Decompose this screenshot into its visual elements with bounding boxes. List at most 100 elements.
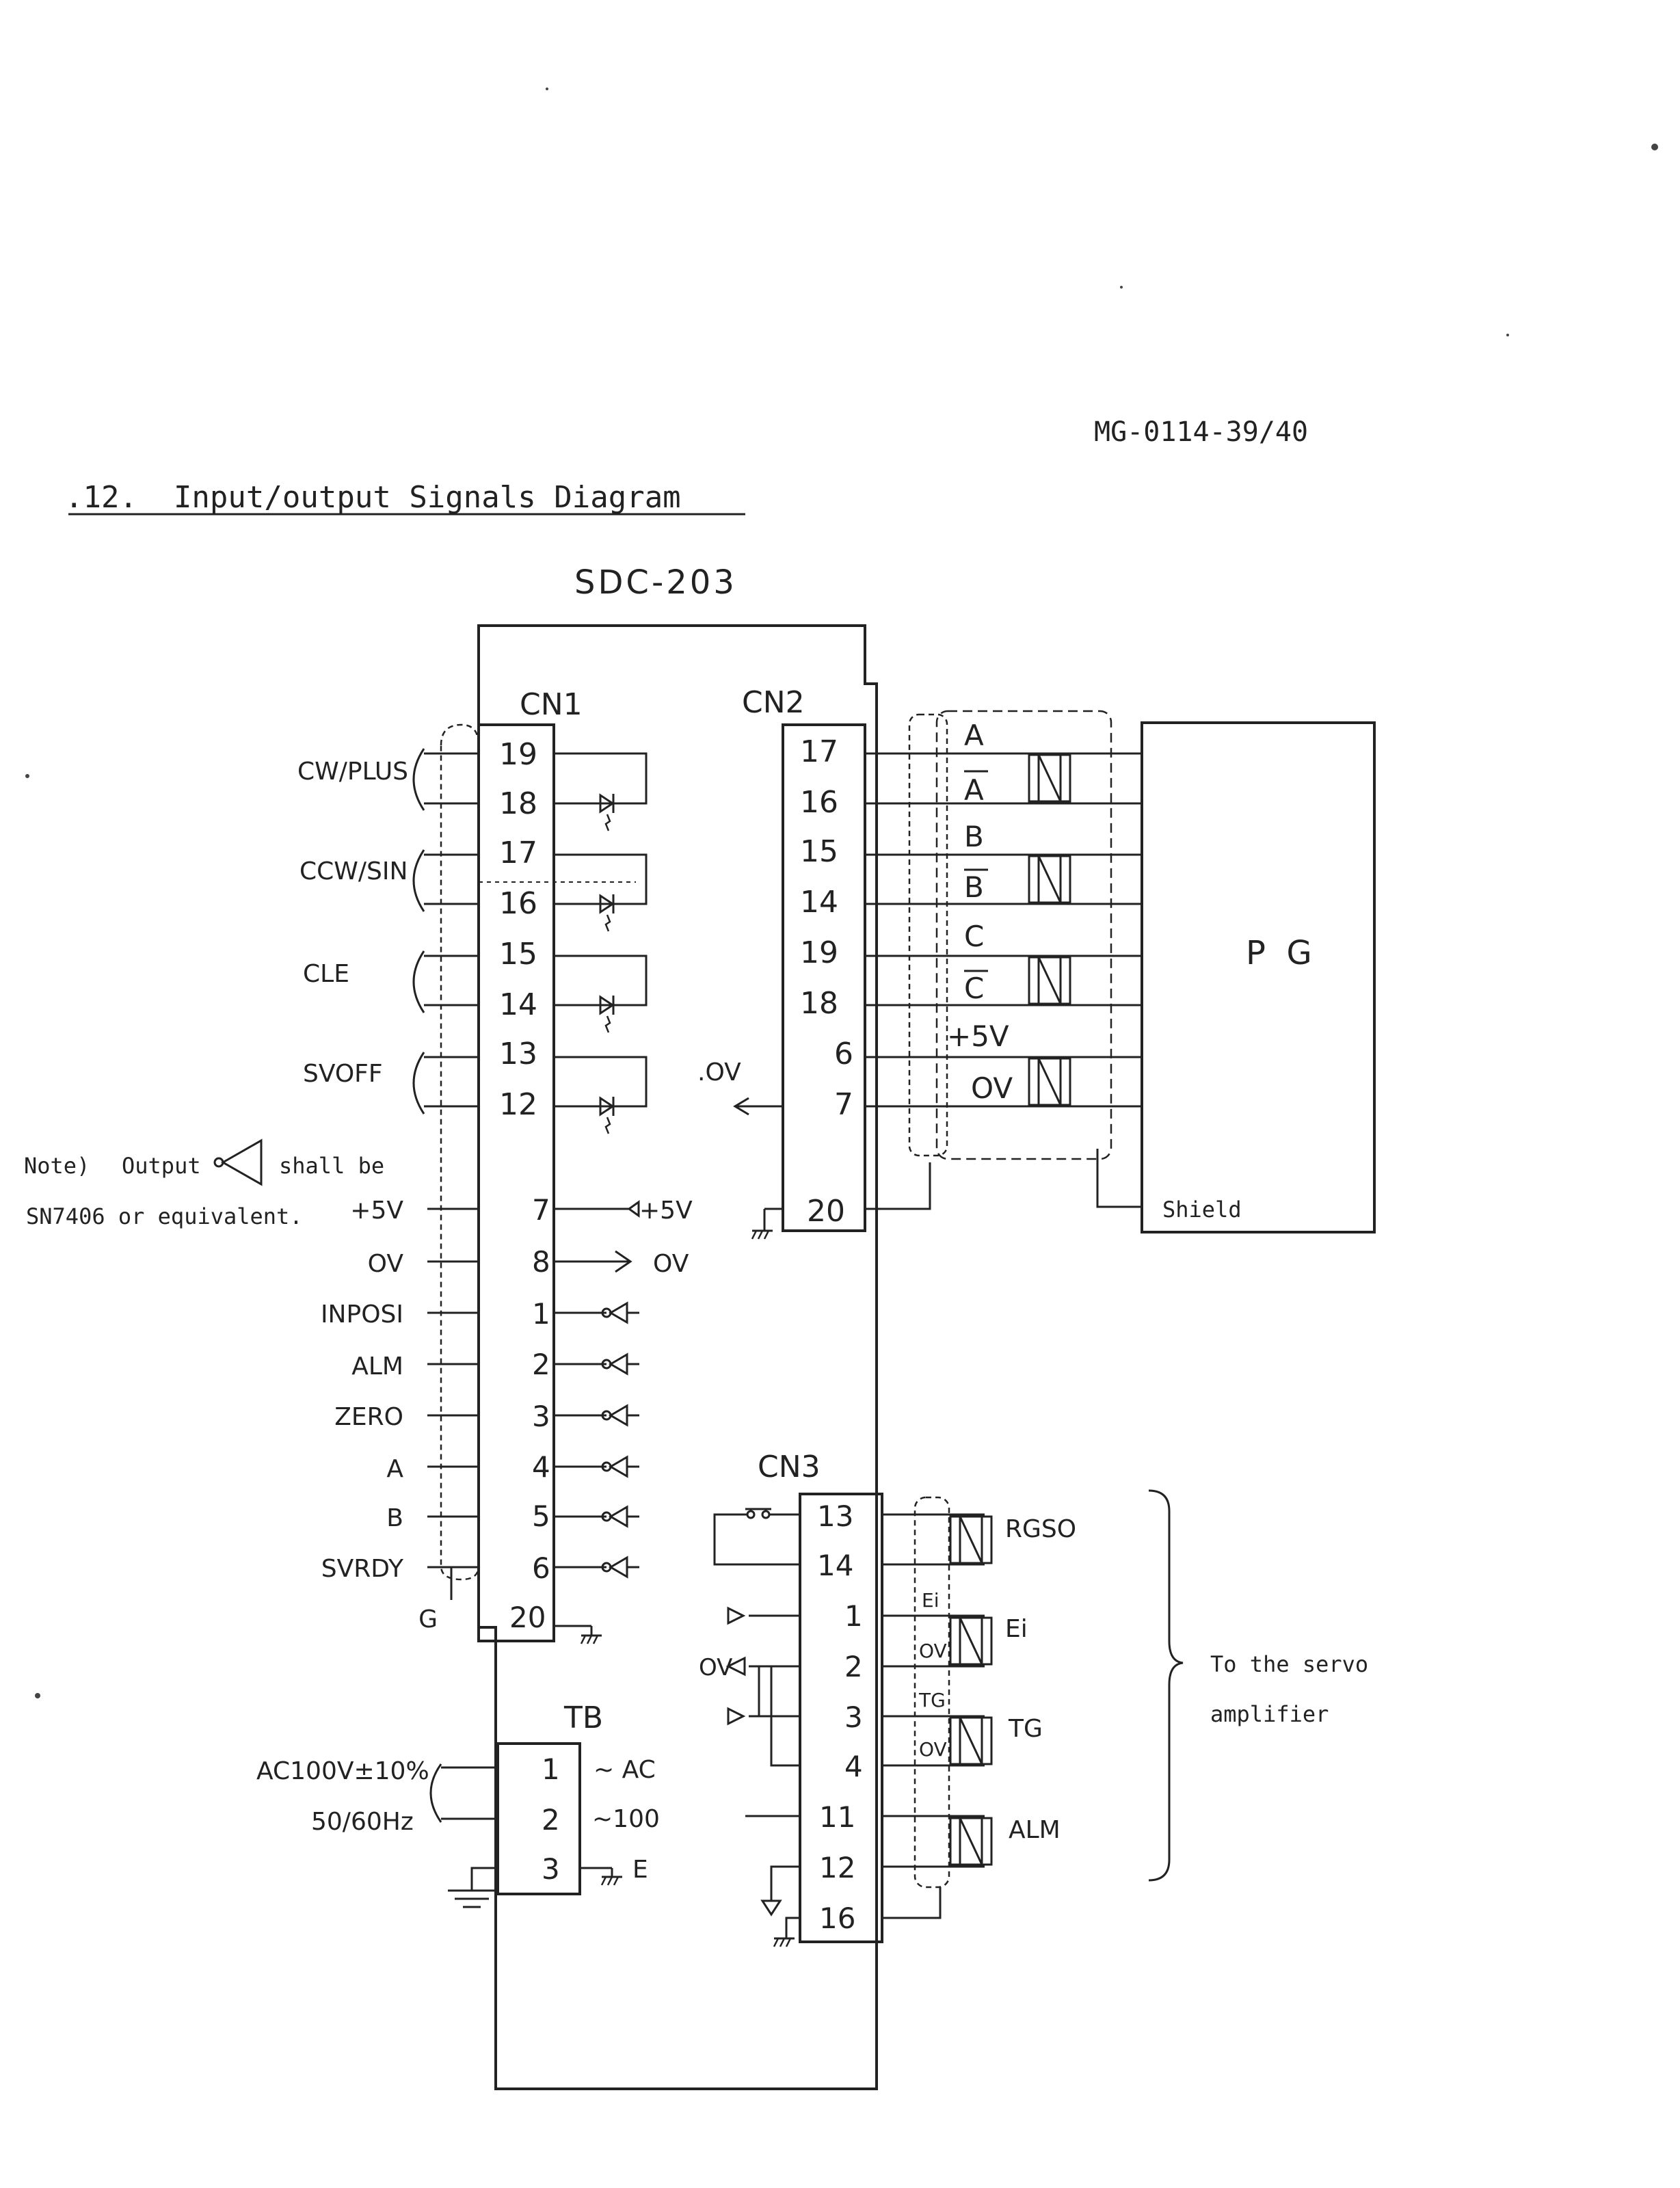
signal-rgso: RGSO	[1005, 1515, 1076, 1543]
output-label-svrdy: SVRDY	[321, 1555, 404, 1583]
cn3-label: CN3	[758, 1450, 821, 1484]
cn3-signal-wires	[882, 1513, 985, 1919]
cn3-inner-label: Ei	[922, 1589, 939, 1612]
cn1-pin: 17	[499, 836, 537, 870]
cn1-pin: 16	[499, 886, 537, 921]
input-label-cw-plus: CW/PLUS	[297, 758, 408, 786]
output-label-g: G	[418, 1605, 438, 1633]
note-buffer-icon	[213, 1138, 263, 1186]
section-title: .12. Input/output Signals Diagram	[65, 480, 681, 515]
cn1-pin: 2	[532, 1348, 550, 1381]
cn1-pin: 3	[532, 1400, 550, 1433]
input-label-ccw-sin: CCW/SIN	[299, 857, 408, 885]
output-label-ov: OV	[368, 1250, 404, 1278]
cn1-upper-pins: 19 18 17 16 15 14 13 12	[499, 737, 537, 1122]
signal-alm: ALM	[1009, 1816, 1061, 1844]
signal-tg: TG	[1008, 1715, 1043, 1743]
signal-ov: OV	[971, 1071, 1013, 1105]
output-label-zero: ZERO	[334, 1403, 403, 1431]
cn3-pin: 13	[817, 1499, 853, 1533]
cn1-pin: 7	[532, 1193, 550, 1227]
photodiode-icon	[591, 1095, 624, 1135]
cn3-ov-label: OV	[699, 1654, 732, 1681]
device-title: SDC-203	[574, 563, 737, 602]
signal-b: B	[964, 820, 984, 853]
cn3-connector	[799, 1493, 883, 1943]
earth-ground-icon	[448, 1889, 496, 1908]
signal-a: A	[964, 719, 984, 752]
cn1-input-labels: CW/PLUS CCW/SIN CLE SVOFF	[297, 758, 408, 1088]
tb-label: TB	[563, 1700, 603, 1735]
cn1-pin: 20	[509, 1601, 546, 1634]
ground-icon	[751, 1229, 774, 1240]
note-prefix: Note)	[24, 1153, 90, 1179]
output-label-5v: +5V	[350, 1197, 403, 1225]
output-label-b: B	[386, 1504, 403, 1532]
cn3-pin: 16	[819, 1902, 855, 1935]
cn1-pin: 4	[532, 1450, 550, 1484]
cn3-inner-label: OV	[919, 1738, 947, 1761]
output-label-a: A	[386, 1455, 403, 1483]
supply-frequency: 50/60Hz	[311, 1808, 414, 1836]
cn3-inner-label: OV	[919, 1640, 947, 1662]
cn3-inner-label: TG	[918, 1689, 946, 1711]
note-line2: SN7406 or equivalent.	[26, 1203, 303, 1229]
cn2-signal-labels: A A B B C C +5V OV	[947, 719, 1013, 1105]
output-label-inposi: INPOSI	[321, 1300, 403, 1329]
cn1-internal-5v: +5V	[639, 1197, 693, 1225]
cn2-pin: 14	[800, 885, 838, 920]
twisted-pair-icon	[1028, 855, 1071, 904]
input-label-cle: CLE	[303, 960, 349, 988]
cn1-output-wires	[427, 1208, 479, 1600]
cn1-output-buffers	[554, 1302, 641, 1578]
note: Note) Output shall be SN7406 or equivale…	[24, 1153, 384, 1229]
cn2-pin: 17	[800, 734, 838, 769]
cn1-pin: 1	[532, 1297, 550, 1331]
cn3-ov-icon	[725, 1656, 746, 1677]
cn2-ov-arrow	[733, 1097, 783, 1116]
cn2-ground	[763, 1208, 783, 1231]
cn1-pin: 5	[532, 1499, 550, 1533]
supply-voltage: AC100V±10%	[256, 1757, 429, 1785]
cn1-pin: 13	[499, 1037, 537, 1071]
cn3-internal-circuits	[713, 1508, 800, 1938]
tb-pin: 1	[542, 1752, 560, 1786]
signal-ei: Ei	[1005, 1615, 1028, 1643]
cn1-pin: 18	[499, 786, 537, 821]
cn2-pin: 6	[834, 1037, 853, 1071]
cn3-pin: 12	[819, 1851, 855, 1884]
device-outline	[477, 624, 878, 2090]
cn2-pin: 15	[800, 834, 838, 869]
scan-specks	[25, 88, 1658, 1698]
cn3-pin: 11	[819, 1800, 855, 1834]
cn1-cable-shield	[440, 723, 480, 1581]
cn2-signal-wires	[865, 752, 1142, 1210]
cn3-pin: 14	[817, 1549, 853, 1582]
signal-a-bar: A	[964, 773, 984, 807]
cn2-outer-shield	[935, 710, 1112, 1160]
cn2-label: CN2	[742, 685, 805, 720]
cn3-signal-labels: RGSO Ei TG ALM	[1005, 1515, 1076, 1844]
cn1-pin: 8	[532, 1245, 550, 1279]
photodiode-icon	[591, 792, 624, 832]
cn1-pin: 15	[499, 937, 537, 972]
photodiode-icon	[591, 893, 624, 933]
tb-terminal-block	[496, 1742, 581, 1895]
cn1-lower-pins: 7 8 1 2 3 4 5 6 20	[509, 1193, 550, 1634]
output-label-alm: ALM	[351, 1352, 403, 1380]
cn1-internal-supply	[554, 1200, 640, 1273]
cn2-pin: 7	[834, 1087, 853, 1122]
tb-pin: 3	[542, 1852, 560, 1886]
cn1-input-wires	[412, 748, 479, 1115]
cn3-pin: 4	[844, 1750, 863, 1783]
pg-encoder-box	[1141, 721, 1376, 1233]
tb-pins: 1 2 3	[542, 1752, 560, 1886]
cn3-shield	[914, 1496, 950, 1889]
ground-icon	[773, 1937, 796, 1948]
servo-brace	[1148, 1489, 1184, 1882]
cn3-pins: 13 14 1 2 3 4 11 12 16	[817, 1499, 863, 1935]
document-number: MG-0114-39/40	[1094, 416, 1308, 448]
note-output-word: Output	[122, 1153, 201, 1179]
twisted-pair-icon	[1028, 956, 1071, 1005]
